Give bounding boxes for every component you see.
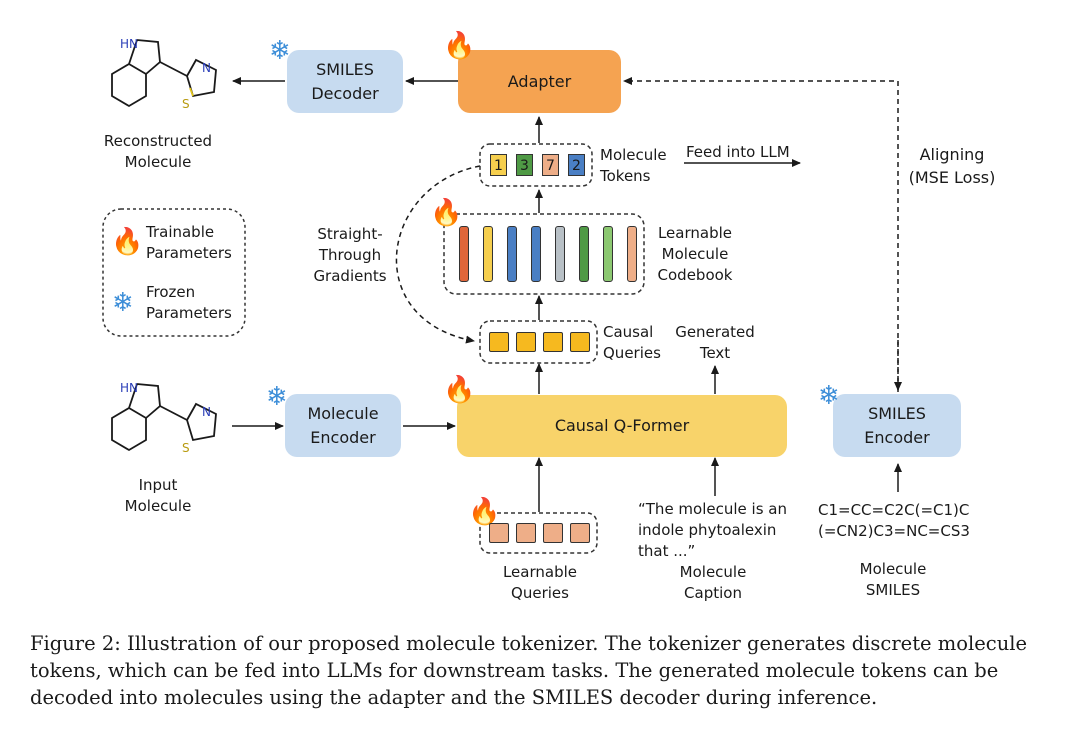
- molecule-token: 7: [542, 154, 559, 176]
- n-atom-label: N: [202, 405, 211, 419]
- input-molecule-structure: [111, 383, 217, 452]
- causal-qformer-box: Causal Q-Former: [457, 395, 787, 457]
- causal-query: [543, 332, 563, 352]
- codebook-group: [443, 213, 645, 295]
- legend-frozen-label: Frozen Parameters: [146, 283, 232, 322]
- molecule-encoder-box: Molecule Encoder: [285, 394, 401, 457]
- learnable-queries-label: Learnable Queries: [502, 563, 578, 602]
- smiles-decoder-line1: SMILES: [316, 59, 374, 79]
- causal-query: [489, 332, 509, 352]
- figure-caption: Figure 2: Illustration of our proposed m…: [30, 632, 1028, 709]
- smiles-encoder-line2: Encoder: [864, 427, 930, 447]
- legend-box: [102, 208, 246, 337]
- flame-icon: 🔥: [443, 31, 476, 61]
- feed-into-llm-label: Feed into LLM: [686, 143, 790, 161]
- codebook-label: Learnable Molecule Codebook: [657, 224, 733, 284]
- codebook-vector: [603, 226, 613, 282]
- learnable-query: [570, 523, 590, 543]
- flame-icon: 🔥: [111, 227, 144, 257]
- molecule-smiles-label: Molecule SMILES: [859, 560, 927, 599]
- learnable-query: [543, 523, 563, 543]
- molecule-encoder-line1: Molecule: [307, 403, 379, 423]
- smiles-encoder-box: SMILES Encoder: [833, 394, 961, 457]
- codebook-vector: [459, 226, 469, 282]
- learnable-query: [516, 523, 536, 543]
- adapter-label: Adapter: [507, 71, 572, 91]
- snowflake-icon: ❄: [266, 382, 288, 412]
- learnable-queries-group: [479, 512, 598, 554]
- flame-icon: 🔥: [430, 198, 463, 228]
- nh-atom-label: HN: [120, 381, 138, 395]
- causal-query: [516, 332, 536, 352]
- causal-queries-label: Causal Queries: [603, 323, 661, 362]
- flame-icon: 🔥: [468, 497, 501, 527]
- codebook-vector: [555, 226, 565, 282]
- input-molecule-label: Input Molecule: [124, 476, 192, 515]
- codebook-vector: [507, 226, 517, 282]
- causal-query: [570, 332, 590, 352]
- adapter-box: Adapter: [458, 50, 621, 113]
- smiles-decoder-box: SMILES Decoder: [287, 50, 403, 113]
- nh-atom-label: HN: [120, 37, 138, 51]
- molecule-token: 2: [568, 154, 585, 176]
- molecule-token: 3: [516, 154, 533, 176]
- flame-icon: 🔥: [443, 375, 476, 405]
- codebook-vector: [627, 226, 637, 282]
- codebook-vector: [531, 226, 541, 282]
- n-atom-label: N: [202, 61, 211, 75]
- causal-queries-group: [479, 320, 598, 364]
- tokens-group: [479, 143, 593, 187]
- codebook-vector: [483, 226, 493, 282]
- s-atom-label: S: [182, 441, 190, 455]
- straight-through-curve: [395, 165, 481, 344]
- codebook-vector: [579, 226, 589, 282]
- smiles-string-text: C1=CC=C2C(=C1)C (=CN2)C3=NC=CS3: [818, 501, 970, 540]
- snowflake-icon: ❄: [112, 288, 134, 318]
- legend-trainable-label: Trainable Parameters: [146, 223, 232, 262]
- snowflake-icon: ❄: [818, 381, 840, 411]
- straight-through-label: Straight- Through Gradients: [313, 225, 387, 285]
- molecule-tokens-label: Molecule Tokens: [600, 146, 667, 185]
- reconstructed-molecule-structure: [111, 39, 217, 108]
- molecule-encoder-line2: Encoder: [310, 427, 376, 447]
- causal-qformer-label: Causal Q-Former: [554, 416, 690, 435]
- generated-text-label: Generated Text: [675, 323, 755, 362]
- aligning-label: Aligning (MSE Loss): [908, 145, 996, 187]
- learnable-query: [489, 523, 509, 543]
- molecule-caption-label: Molecule Caption: [679, 563, 747, 602]
- molecule-token: 1: [490, 154, 507, 176]
- reconstructed-molecule-label: Reconstructed Molecule: [103, 132, 213, 171]
- smiles-encoder-line1: SMILES: [868, 403, 926, 423]
- snowflake-icon: ❄: [269, 36, 291, 66]
- caption-quote-text: “The molecule is an indole phytoalexin t…: [638, 500, 787, 560]
- aligning-dashed-line: [623, 77, 899, 392]
- s-atom-label: S: [182, 97, 190, 111]
- smiles-decoder-line2: Decoder: [311, 83, 379, 103]
- diagram-canvas: [102, 39, 902, 554]
